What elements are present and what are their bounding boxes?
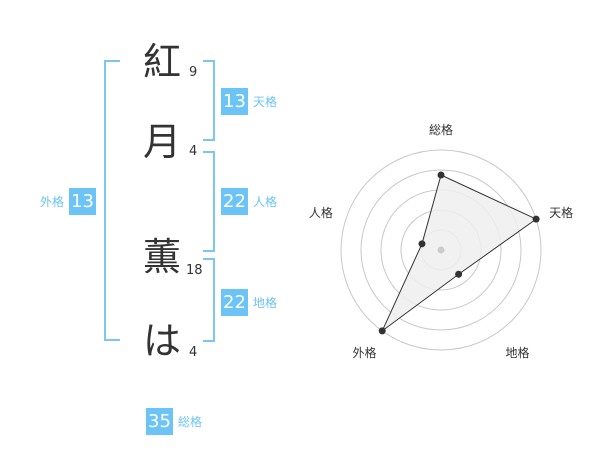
stroke-count-2: 4 <box>189 144 198 159</box>
name-char-3: 薫 <box>142 235 181 279</box>
radar-area <box>381 174 538 332</box>
radar-point <box>418 240 426 248</box>
radar-axis-label: 地格 <box>506 345 530 360</box>
radar-point <box>455 270 463 278</box>
stroke-count-4: 4 <box>189 345 198 360</box>
name-char-4: は <box>142 319 181 363</box>
gaikaku-bracket <box>104 60 120 341</box>
tenkaku-badge: 13 天格 <box>221 88 277 115</box>
radar-ring <box>360 169 522 331</box>
radar-axis-label: 外格 <box>352 345 376 360</box>
radar-point <box>378 327 386 335</box>
name-char-2: 月 <box>142 120 181 164</box>
gaikaku-value: 13 <box>69 188 97 215</box>
jinkaku-badge: 22 人格 <box>221 188 277 215</box>
soukaku-badge: 35 総格 <box>146 408 202 435</box>
jinkaku-value: 22 <box>221 188 248 215</box>
radar-point <box>437 171 445 179</box>
radar-axis-label: 天格 <box>549 205 573 220</box>
chikaku-bracket <box>203 258 215 342</box>
chikaku-value: 22 <box>221 289 248 316</box>
stroke-count-1: 9 <box>189 65 198 80</box>
radar-center-dot <box>437 246 445 254</box>
chikaku-label: 地格 <box>253 296 278 310</box>
radar-axis-label: 総格 <box>429 122 453 137</box>
soukaku-value: 35 <box>146 408 173 435</box>
gaikaku-label: 外格 <box>40 195 65 209</box>
chikaku-badge: 22 地格 <box>221 289 277 316</box>
radar-axis-label: 人格 <box>309 205 333 220</box>
radar-ring <box>340 149 542 351</box>
jinkaku-label: 人格 <box>253 195 278 209</box>
tenkaku-bracket <box>203 60 215 141</box>
name-char-1: 紅 <box>142 40 181 84</box>
tenkaku-label: 天格 <box>253 95 278 109</box>
jinkaku-bracket <box>203 151 215 252</box>
radar-point <box>532 215 540 223</box>
stroke-count-3: 18 <box>186 263 203 278</box>
tenkaku-value: 13 <box>221 88 248 115</box>
soukaku-label: 総格 <box>178 415 203 429</box>
gaikaku-badge: 外格 13 <box>40 188 97 215</box>
